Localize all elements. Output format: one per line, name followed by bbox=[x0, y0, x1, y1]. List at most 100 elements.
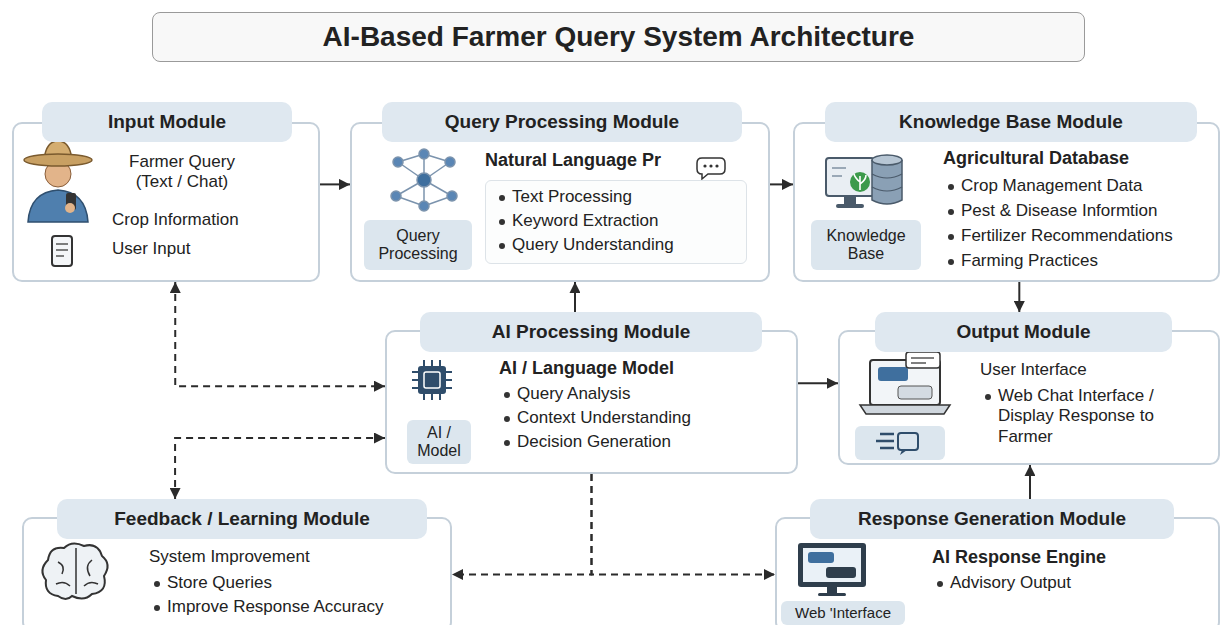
bullet-item: Web Chat Interface / Display Response to… bbox=[982, 386, 1177, 447]
chat-bubble-icon-part bbox=[703, 164, 706, 167]
farmer-illustration-part bbox=[28, 190, 88, 222]
chip-icon-part-part bbox=[423, 394, 425, 400]
module-box: Input ModuleFarmer Query (Text / Chat)Cr… bbox=[12, 122, 320, 282]
bullet-item: Query Analysis bbox=[501, 384, 781, 404]
phone-icon-part bbox=[56, 249, 68, 251]
farmer-illustration-part bbox=[65, 203, 75, 213]
bullet-item: Keyword Extraction bbox=[496, 211, 736, 231]
module-text: Crop Information bbox=[112, 210, 302, 230]
network-icon-part bbox=[447, 191, 457, 201]
module-text: AI / Language Model bbox=[499, 358, 779, 380]
database-icon bbox=[826, 155, 902, 208]
chat-bubble-icon-part bbox=[715, 164, 718, 167]
tab-label: Query Processing bbox=[368, 227, 468, 264]
chip-icon-part bbox=[424, 372, 440, 388]
monitor-icon-part bbox=[798, 543, 866, 587]
network-icon bbox=[391, 149, 457, 211]
database-icon-part bbox=[872, 174, 902, 191]
arrow-connector bbox=[1018, 282, 1020, 312]
output-tab-icon-part bbox=[855, 426, 945, 460]
laptop-chat-icon bbox=[860, 352, 950, 414]
database-icon-part bbox=[850, 172, 870, 192]
tab-label: Web 'Interface bbox=[795, 604, 891, 621]
bullet-item: Query Understanding bbox=[496, 235, 736, 255]
dashed-connector bbox=[452, 474, 592, 575]
arrow-connector bbox=[1029, 465, 1031, 499]
module-header: Response Generation Module bbox=[810, 499, 1174, 539]
module-box: Knowledge Base ModuleAgricultural Databa… bbox=[793, 122, 1220, 282]
output-tab-icon-part bbox=[900, 450, 907, 455]
chip-icon-part bbox=[418, 366, 446, 394]
output-tab-icon-part bbox=[876, 434, 894, 448]
database-icon-part bbox=[826, 158, 874, 196]
module-text: User Interface bbox=[980, 360, 1200, 380]
laptop-chat-icon-part bbox=[911, 362, 926, 364]
bullet-item: Crop Management Data bbox=[945, 176, 1217, 196]
network-icon-part bbox=[419, 149, 429, 159]
network-icon-part bbox=[417, 173, 431, 187]
chip-icon-part-part bbox=[446, 379, 452, 381]
title-box: AI-Based Farmer Query System Architectur… bbox=[152, 12, 1085, 62]
database-icon-part bbox=[872, 160, 902, 204]
chip-icon-part bbox=[412, 360, 452, 400]
database-icon-part bbox=[836, 204, 864, 208]
database-icon-part bbox=[872, 155, 902, 165]
label-tab: Query Processing bbox=[364, 220, 472, 270]
laptop-chat-icon-part bbox=[860, 405, 950, 414]
network-icon-part bbox=[445, 157, 455, 167]
monitor-icon-part bbox=[808, 552, 834, 563]
chip-icon-part-part bbox=[439, 360, 441, 366]
laptop-chat-icon-part bbox=[898, 386, 932, 399]
module-box: Output ModuleUser InterfaceWeb Chat Inte… bbox=[838, 330, 1220, 465]
database-icon-part bbox=[832, 167, 846, 169]
bullet-item: Farming Practices bbox=[945, 251, 1217, 271]
bullet-item: Pest & Disease Informtion bbox=[945, 201, 1217, 221]
diagram-title: AI-Based Farmer Query System Architectur… bbox=[323, 21, 915, 53]
bullet-item: Text Processing bbox=[496, 187, 736, 207]
bullet-item: Context Understanding bbox=[501, 408, 781, 428]
module-box: Query Processing ModuleNatural Language … bbox=[350, 122, 770, 282]
brain-icon-part bbox=[56, 548, 98, 594]
chip-icon-part-part bbox=[439, 394, 441, 400]
module-header: Output Module bbox=[875, 312, 1172, 352]
output-tab-icon bbox=[855, 426, 945, 460]
monitor-icon bbox=[798, 543, 866, 596]
chip-icon-part-part bbox=[431, 394, 433, 400]
arrow-connector bbox=[574, 282, 576, 312]
network-icon-part bbox=[419, 201, 429, 211]
database-icon-part bbox=[832, 175, 842, 177]
arrow-connector bbox=[798, 382, 838, 384]
arrow-connector bbox=[320, 183, 350, 185]
module-text: System Improvement bbox=[149, 547, 429, 567]
network-icon-part bbox=[393, 157, 403, 167]
phone-icon-part bbox=[52, 236, 72, 266]
module-header: Knowledge Base Module bbox=[825, 102, 1197, 142]
module-text: Farmer Query (Text / Chat) bbox=[117, 152, 247, 193]
chip-icon bbox=[412, 360, 452, 400]
brain-icon-part bbox=[42, 543, 107, 599]
module-header: Feedback / Learning Module bbox=[57, 499, 427, 539]
label-tab: AI / Model bbox=[407, 420, 471, 464]
network-icon-part bbox=[391, 191, 401, 201]
output-tab-icon-part bbox=[898, 433, 918, 450]
farmer-illustration bbox=[24, 141, 92, 222]
dashed-connector bbox=[175, 282, 385, 386]
tab-label: Knowledge Base bbox=[815, 227, 917, 264]
laptop-chat-icon-part bbox=[906, 352, 940, 368]
module-box: AI Processing ModuleAI / Language ModelQ… bbox=[385, 330, 798, 474]
module-box: Response Generation ModuleAI Response En… bbox=[775, 517, 1220, 625]
chip-icon-part-part bbox=[423, 360, 425, 366]
phone-icon bbox=[52, 236, 72, 266]
chat-bubble-icon bbox=[697, 158, 725, 179]
chip-icon-part-part bbox=[412, 379, 418, 381]
monitor-icon-part bbox=[826, 567, 856, 578]
bullet-item: Advisory Output bbox=[934, 573, 1194, 593]
chip-icon-part-part bbox=[412, 371, 418, 373]
chip-icon-part-part bbox=[446, 387, 452, 389]
module-text: Agricultural Database bbox=[943, 148, 1213, 170]
chat-bubble-icon-part bbox=[697, 158, 725, 179]
module-text: Natural Language Pr bbox=[485, 150, 695, 172]
farmer-illustration-part bbox=[24, 154, 92, 166]
label-tab: Knowledge Base bbox=[811, 220, 921, 270]
